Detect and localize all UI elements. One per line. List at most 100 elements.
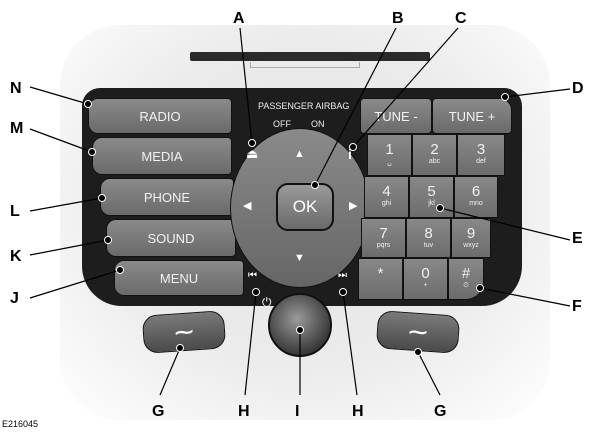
callout-line bbox=[479, 287, 571, 307]
callout-label: N bbox=[10, 80, 22, 97]
callout-label: G bbox=[152, 403, 165, 420]
callout-dot bbox=[84, 100, 92, 108]
key-number: 7 bbox=[379, 225, 388, 242]
callout-line bbox=[352, 27, 459, 148]
callout-line bbox=[29, 128, 93, 153]
callout-dot bbox=[248, 139, 256, 147]
airbag-off-label: OFF bbox=[273, 119, 291, 129]
key-letters: abc bbox=[428, 158, 441, 165]
key-number: 3 bbox=[476, 141, 486, 158]
key-1[interactable]: 1␣ bbox=[367, 134, 412, 176]
callout-label: K bbox=[10, 248, 22, 265]
callout-dot bbox=[98, 194, 106, 202]
callout-label: D bbox=[572, 80, 584, 97]
callout-dot bbox=[349, 143, 357, 151]
tune-plus-button[interactable]: TUNE + bbox=[432, 98, 512, 134]
menu-button[interactable]: MENU bbox=[114, 260, 244, 296]
callout-label: H bbox=[238, 403, 250, 420]
key-letters: ⏲ bbox=[463, 282, 469, 289]
callout-line bbox=[29, 197, 103, 212]
callout-dot bbox=[252, 288, 260, 296]
cd-slot bbox=[190, 52, 430, 61]
power-icon: ⏻ bbox=[262, 295, 272, 309]
key-number: 0 bbox=[421, 265, 430, 282]
key-number: 2 bbox=[430, 141, 439, 158]
down-arrow-button[interactable]: ▼ bbox=[294, 252, 305, 264]
callout-label: F bbox=[572, 298, 582, 315]
key-number: 9 bbox=[466, 225, 476, 242]
callout-line bbox=[239, 27, 253, 144]
key-number: 4 bbox=[382, 183, 391, 200]
key-hash[interactable]: #⏲ bbox=[448, 258, 484, 300]
seek-next-button[interactable]: ⏭ bbox=[338, 270, 347, 281]
callout-label: J bbox=[10, 290, 19, 307]
key-number: 6 bbox=[471, 183, 481, 200]
callout-line bbox=[504, 88, 571, 98]
key-number: # bbox=[461, 265, 471, 282]
callout-label: C bbox=[455, 10, 467, 27]
key-number: 8 bbox=[424, 225, 433, 242]
callout-line bbox=[29, 269, 121, 299]
ok-button[interactable]: OK bbox=[276, 183, 334, 231]
key-letters: ghi bbox=[381, 200, 392, 207]
key-letters: tuv bbox=[423, 242, 434, 249]
callout-dot bbox=[414, 348, 422, 356]
seek-previous-button[interactable]: ⏮ bbox=[248, 270, 257, 281]
callout-dot bbox=[501, 93, 509, 101]
callout-line bbox=[417, 351, 441, 396]
callout-dot bbox=[296, 326, 304, 334]
info-button[interactable]: i bbox=[348, 146, 352, 162]
callout-dot bbox=[311, 181, 319, 189]
right-arrow-button[interactable]: ▶ bbox=[349, 200, 358, 212]
key-star[interactable]: * bbox=[358, 258, 403, 300]
callout-line bbox=[342, 291, 358, 396]
airbag-on-label: ON bbox=[311, 119, 325, 129]
key-letters: ␣ bbox=[387, 159, 392, 166]
callout-dot bbox=[176, 344, 184, 352]
callout-line bbox=[29, 239, 109, 256]
key-letters: + bbox=[423, 282, 428, 289]
callout-label: L bbox=[10, 203, 20, 220]
callout-line bbox=[314, 27, 397, 186]
key-number: 5 bbox=[427, 183, 436, 200]
figure-id: E216045 bbox=[2, 419, 39, 429]
key-number: * bbox=[377, 265, 384, 282]
passenger-airbag-label: PASSENGER AIRBAG bbox=[258, 101, 350, 111]
callout-line bbox=[244, 291, 257, 396]
callout-line bbox=[439, 207, 571, 241]
key-number: 1 bbox=[385, 141, 394, 158]
callout-label: I bbox=[295, 403, 300, 420]
tune-minus-button[interactable]: TUNE - bbox=[360, 98, 432, 134]
callout-label: G bbox=[434, 403, 447, 420]
callout-dot bbox=[88, 148, 96, 156]
callout-label: A bbox=[233, 10, 245, 27]
key-letters: wxyz bbox=[463, 242, 479, 249]
callout-line bbox=[159, 347, 181, 396]
callout-dot bbox=[476, 284, 484, 292]
eject-button[interactable]: ⏏ bbox=[246, 146, 259, 161]
slot-trim bbox=[250, 62, 360, 68]
callout-label: B bbox=[392, 10, 404, 27]
left-arrow-button[interactable]: ◀ bbox=[243, 200, 252, 212]
key-0[interactable]: 0+ bbox=[403, 258, 448, 300]
key-letters: def bbox=[476, 158, 486, 165]
key-letters: jkl bbox=[428, 200, 435, 207]
callout-dot bbox=[104, 236, 112, 244]
callout-dot bbox=[339, 288, 347, 296]
callout-label: H bbox=[352, 403, 364, 420]
radio-button[interactable]: RADIO bbox=[88, 98, 232, 134]
callout-dot bbox=[116, 266, 124, 274]
media-button[interactable]: MEDIA bbox=[92, 137, 232, 175]
up-arrow-button[interactable]: ▲ bbox=[294, 148, 305, 160]
callout-label: M bbox=[10, 120, 24, 137]
